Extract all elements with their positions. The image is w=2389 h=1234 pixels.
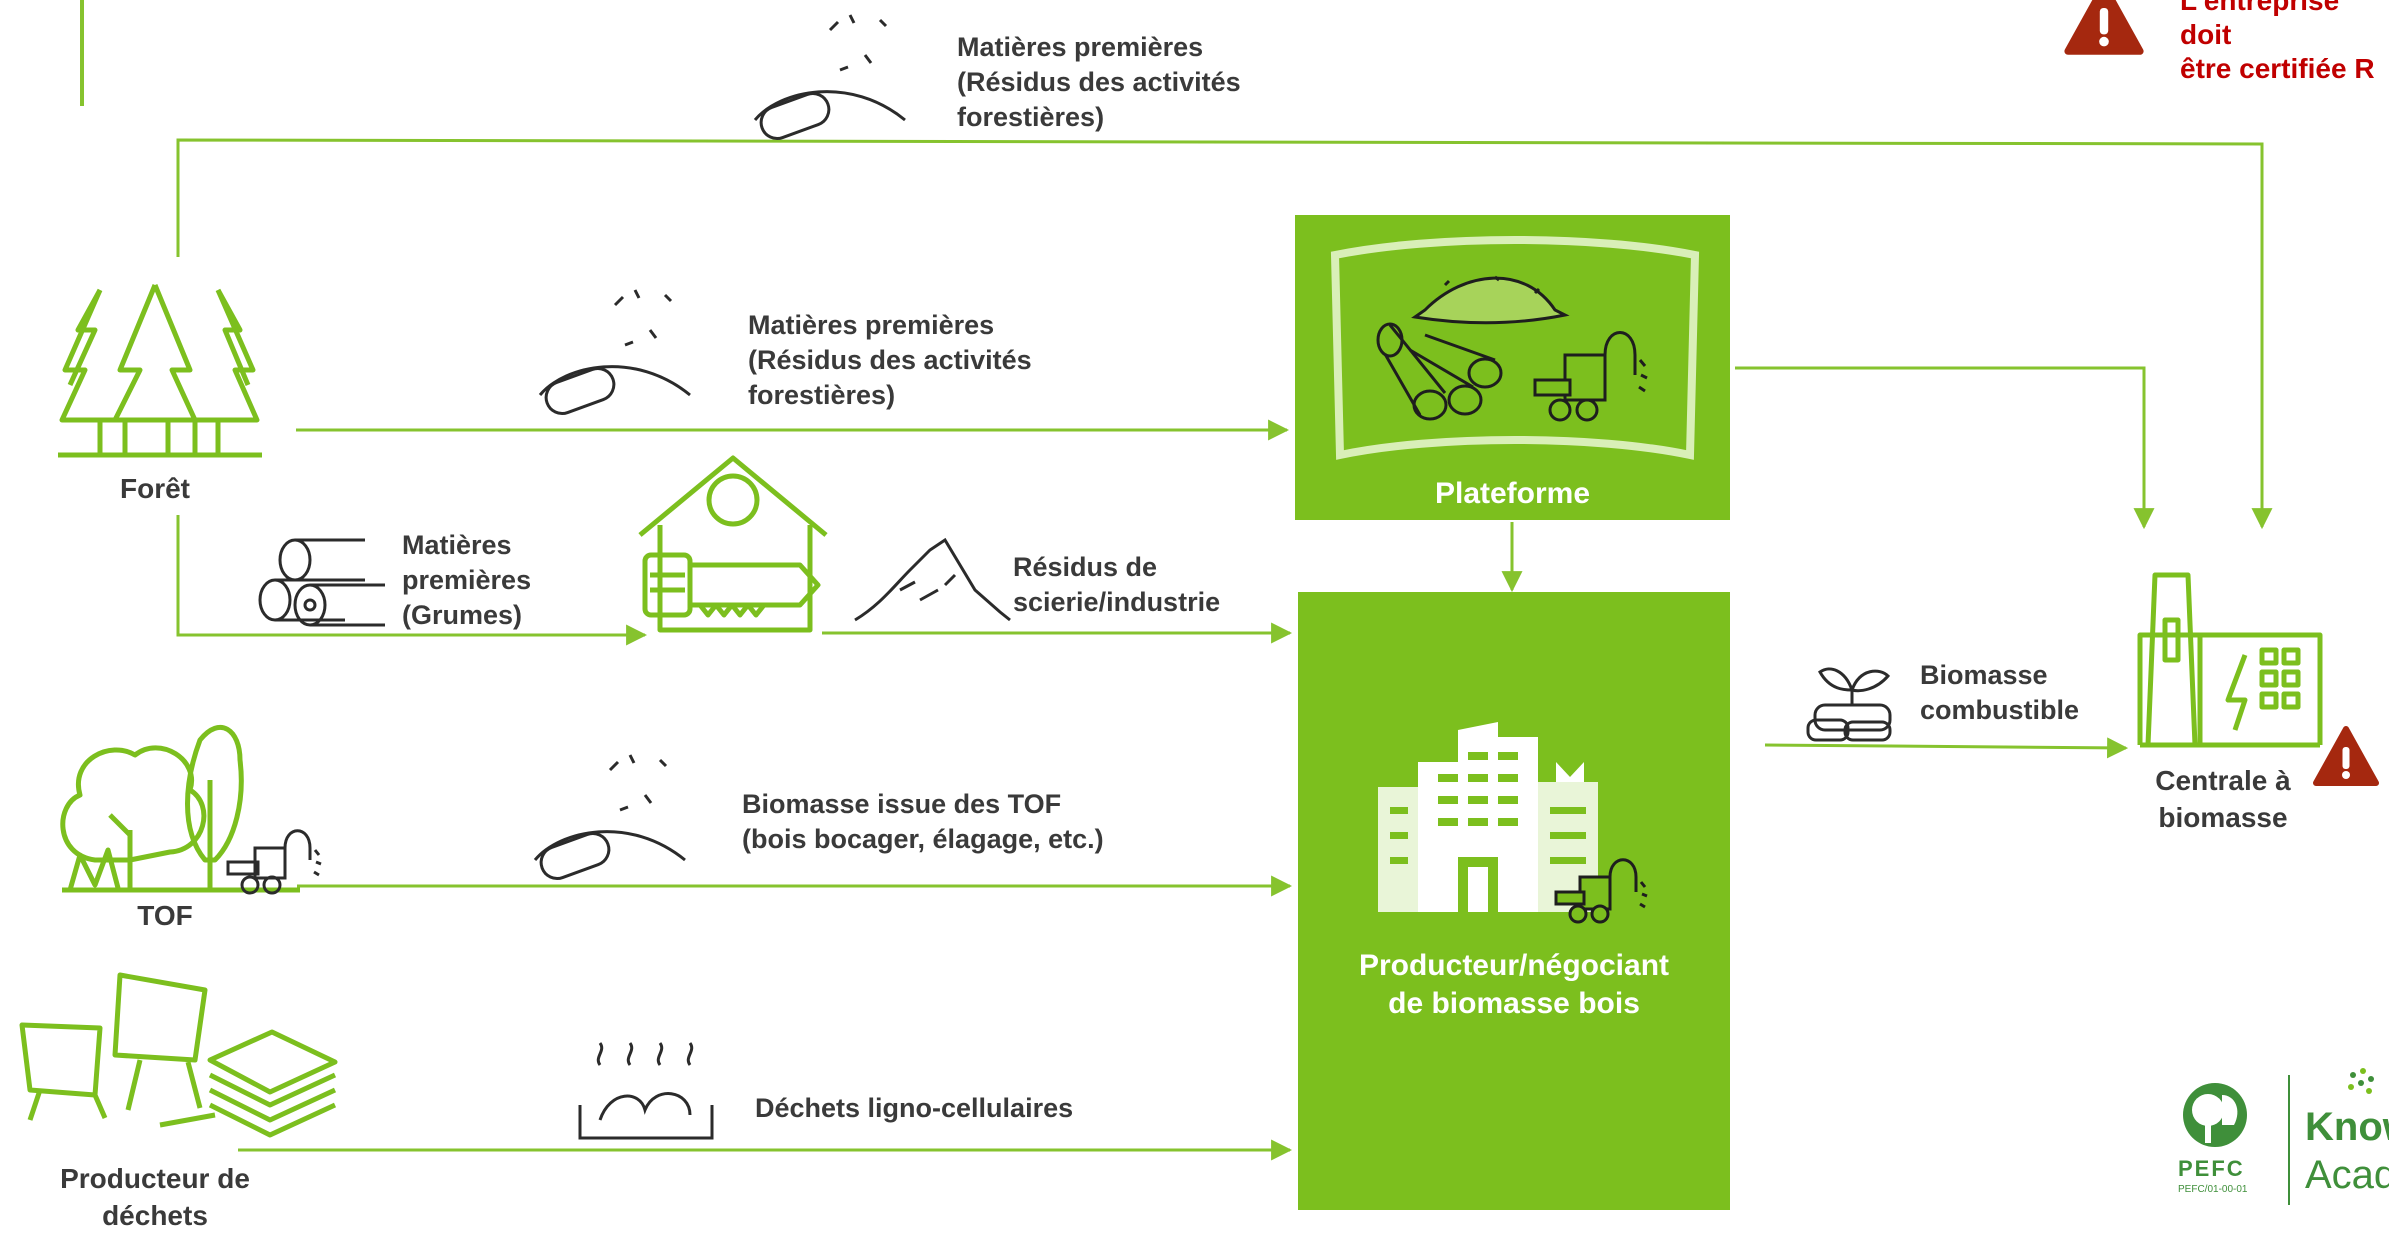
pefc-code: PEFC/01-00-01 (2178, 1184, 2248, 1195)
plateforme-illustration (1330, 236, 1700, 460)
warning-icon-note (2068, 0, 2140, 51)
factory-building-icon (1378, 722, 1598, 912)
forestry-residue-icon-mid (538, 289, 691, 415)
logo-divider (2288, 1075, 2290, 1205)
dots-icon (2348, 1068, 2374, 1094)
biomass-fuel-icon (1806, 667, 1892, 742)
producteur-chipper-icon (1554, 858, 1648, 924)
residue-pile-icon (854, 537, 1011, 622)
flow-foret-sawmill (176, 515, 648, 646)
forestry-residue-icon-tof (533, 754, 686, 880)
producteur-negociant-box: Producteur/négociant de biomasse bois (1298, 592, 1730, 1210)
pefc-tree-icon (2183, 1083, 2247, 1147)
plateforme-box: Plateforme (1295, 215, 1730, 520)
centrale-label: Centrale à biomasse (2155, 765, 2291, 833)
knowledge-academy-logo: Know Acad (2303, 1065, 2389, 1205)
flow-label-sawmill-residues: Résidus de scierie/industrie (1013, 552, 1221, 617)
centrale-icon (2137, 572, 2323, 748)
flow-top-route (176, 138, 2273, 530)
flow-label-tof-biomass: Biomasse issue des TOF (bois bocager, él… (742, 789, 1104, 854)
logs-icon (258, 538, 385, 627)
academy-text: Acad (2305, 1153, 2389, 1197)
producteur-negociant-label: Producteur/négociant de biomasse bois (1358, 949, 1670, 1020)
tof-label: TOF (137, 900, 193, 931)
flow-producer-centrale (1764, 737, 2129, 759)
pefc-logo: PEFC PEFC/01-00-01 (2170, 1070, 2265, 1205)
pefc-mark: PEFC (2178, 1156, 2245, 1181)
flow-label-ligno-waste: Déchets ligno-cellulaires (755, 1093, 1074, 1123)
certification-warning-text: L'entreprise doit être certifiée R (2180, 0, 2375, 84)
flow-plateforme-centrale (1735, 366, 2155, 530)
plateforme-label: Plateforme (1434, 477, 1591, 510)
sawmill-icon (638, 455, 828, 633)
chipper-icon-tof (226, 829, 322, 895)
flow-lines (176, 138, 2273, 1161)
flow-label-grumes: Matières premières (Grumes) (402, 530, 532, 630)
ligno-waste-icon (578, 1042, 714, 1140)
knowledge-text: Know (2305, 1105, 2389, 1149)
flow-label-biomass-fuel: Biomasse combustible (1920, 660, 2080, 725)
foret-label: Forêt (120, 473, 190, 504)
plateforme-logs-icon (1376, 322, 1503, 421)
flow-label-mid-raw-materials: Matières premières (Résidus des activité… (748, 310, 1032, 410)
forest-icon (58, 284, 262, 458)
waste-furniture-icon (19, 972, 338, 1138)
plateforme-chipper-icon (1533, 331, 1648, 422)
tof-tree-icon (60, 725, 300, 893)
producteur-illustration (1378, 722, 1648, 924)
flow-label-top-raw-materials: Matières premières (Résidus des activité… (957, 32, 1241, 132)
forestry-residue-icon-top (753, 14, 906, 140)
producteur-dechets-label: Producteur de déchets (60, 1163, 250, 1231)
